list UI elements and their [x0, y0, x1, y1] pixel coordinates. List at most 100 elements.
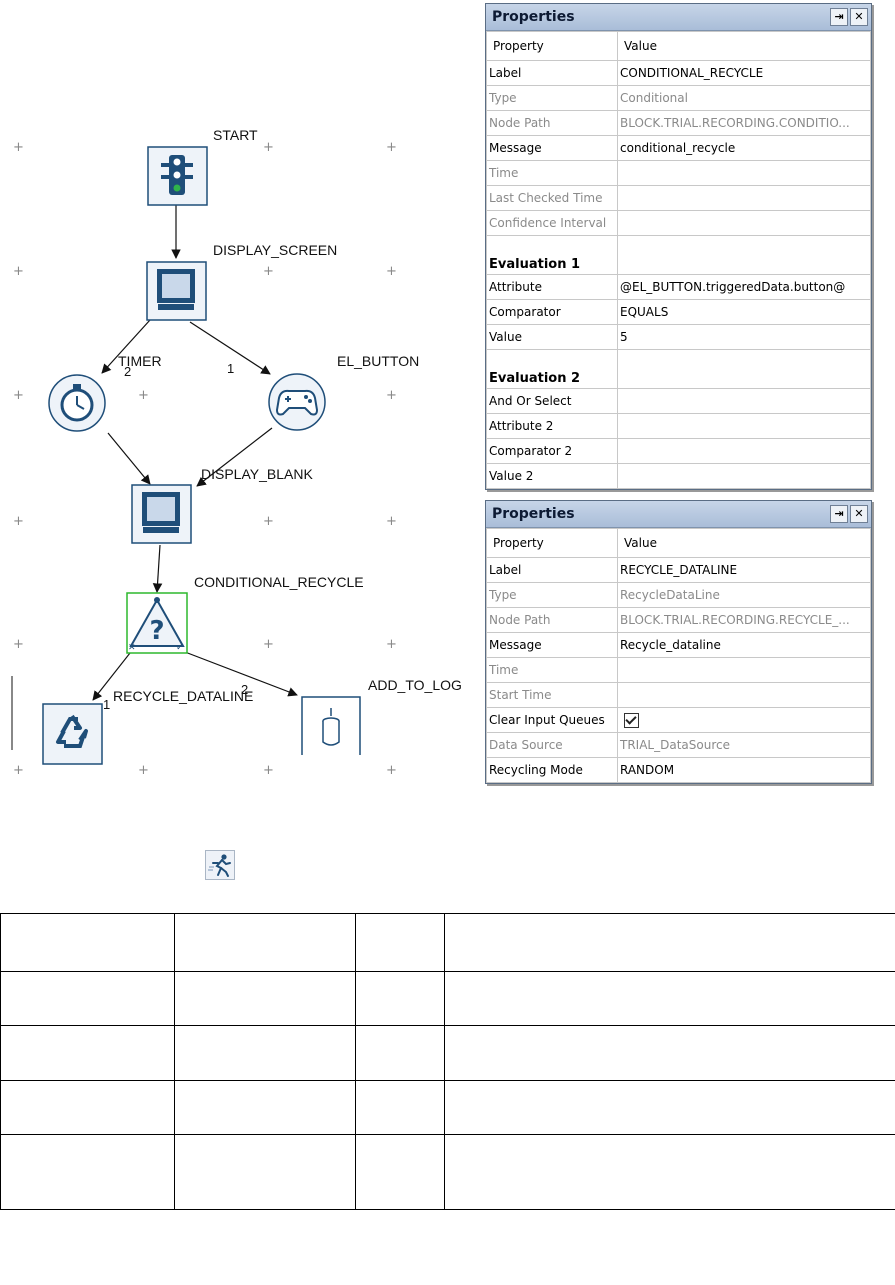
property-name: Clear Input Queues	[486, 707, 618, 733]
flow-diagram-canvas[interactable]: ? ✕ ✓ + + + + + + + + + + + + + + + + + …	[0, 0, 480, 800]
property-name: Time	[486, 657, 618, 683]
table-cell[interactable]	[444, 1080, 895, 1135]
table-cell[interactable]	[355, 1025, 445, 1081]
close-icon[interactable]: ✕	[850, 8, 868, 26]
property-row[interactable]: Clear Input Queues	[486, 707, 871, 733]
recycle-dataline-node-label: RECYCLE_DATALINE	[113, 688, 254, 704]
table-cell[interactable]	[355, 1134, 445, 1210]
clear-input-queues-checkbox[interactable]	[624, 713, 639, 728]
edge-conditional-add-to-log	[184, 651, 298, 697]
timer-node-label: TIMER	[118, 353, 162, 369]
grid-marker: +	[13, 264, 24, 279]
property-row[interactable]: And Or Select	[486, 388, 871, 414]
property-value[interactable]: CONDITIONAL_RECYCLE	[617, 60, 871, 86]
empty-document-table	[0, 913, 895, 1210]
table-row	[0, 913, 895, 972]
timer-node[interactable]	[48, 374, 106, 432]
table-cell[interactable]	[444, 913, 895, 972]
property-row[interactable]: Last Checked Time	[486, 185, 871, 211]
table-cell[interactable]	[174, 1080, 356, 1135]
property-value[interactable]: RANDOM	[617, 757, 871, 783]
property-value: BLOCK.TRIAL.RECORDING.RECYCLE_...	[617, 607, 871, 633]
property-value[interactable]: EQUALS	[617, 299, 871, 325]
table-cell[interactable]	[355, 913, 445, 972]
display-screen-node[interactable]	[146, 261, 207, 321]
display-blank-node[interactable]	[131, 484, 192, 544]
property-value[interactable]: RECYCLE_DATALINE	[617, 557, 871, 583]
table-cell[interactable]	[174, 1025, 356, 1081]
property-row[interactable]: Attribute 2	[486, 413, 871, 439]
property-value	[617, 210, 871, 236]
property-value[interactable]	[617, 463, 871, 489]
column-header-value[interactable]: Value	[617, 31, 871, 61]
table-cell[interactable]	[355, 1080, 445, 1135]
property-row[interactable]: Time	[486, 160, 871, 186]
table-cell[interactable]	[444, 971, 895, 1026]
table-cell[interactable]	[174, 971, 356, 1026]
el-button-node[interactable]	[268, 373, 326, 431]
property-name: Recycling Mode	[486, 757, 618, 783]
edge-display-blank-conditional	[152, 544, 163, 593]
recycle-dataline-node[interactable]	[42, 703, 103, 765]
table-cell[interactable]	[174, 1134, 356, 1210]
table-cell[interactable]	[444, 1025, 895, 1081]
property-name: Type	[486, 582, 618, 608]
property-row[interactable]: Confidence Interval	[486, 210, 871, 236]
table-cell[interactable]	[0, 913, 175, 972]
property-row[interactable]: Time	[486, 657, 871, 683]
property-value[interactable]: Recycle_dataline	[617, 632, 871, 658]
close-icon[interactable]: ✕	[850, 505, 868, 523]
property-name: Last Checked Time	[486, 185, 618, 211]
pin-icon[interactable]: ⇥	[830, 8, 848, 26]
table-cell[interactable]	[174, 913, 356, 972]
column-header-value[interactable]: Value	[617, 528, 871, 558]
table-cell[interactable]	[0, 1080, 175, 1135]
grid-marker: +	[13, 388, 24, 403]
column-header-property[interactable]: Property	[486, 528, 618, 558]
property-value[interactable]	[617, 413, 871, 439]
property-name: Message	[486, 135, 618, 161]
property-row[interactable]: Comparator 2	[486, 438, 871, 464]
property-name: Label	[486, 60, 618, 86]
table-cell[interactable]	[0, 1134, 175, 1210]
property-row[interactable]: Attribute@EL_BUTTON.triggeredData.button…	[486, 274, 871, 300]
conditional-recycle-node[interactable]: ? ✕ ✓	[126, 592, 188, 654]
table-cell[interactable]	[444, 1134, 895, 1210]
column-header-property[interactable]: Property	[486, 31, 618, 61]
property-name: Value	[486, 324, 618, 350]
property-value[interactable]: 5	[617, 324, 871, 350]
table-cell[interactable]	[0, 1025, 175, 1081]
property-value[interactable]: @EL_BUTTON.triggeredData.button@	[617, 274, 871, 300]
table-cell[interactable]	[355, 971, 445, 1026]
property-value[interactable]	[617, 707, 871, 733]
property-value[interactable]: conditional_recycle	[617, 135, 871, 161]
add-to-log-node[interactable]	[301, 696, 361, 755]
pin-icon[interactable]: ⇥	[830, 505, 848, 523]
property-row[interactable]: Value 2	[486, 463, 871, 489]
property-section-row: Evaluation 2	[486, 349, 871, 389]
property-row[interactable]: Start Time	[486, 682, 871, 708]
property-name: Comparator 2	[486, 438, 618, 464]
property-value[interactable]	[617, 438, 871, 464]
grid-marker: +	[138, 388, 149, 403]
start-node[interactable]	[147, 146, 208, 206]
run-icon[interactable]	[205, 850, 235, 880]
property-value[interactable]	[617, 388, 871, 414]
edge-display-screen-timer	[101, 319, 151, 374]
property-value	[617, 657, 871, 683]
table-cell[interactable]	[0, 971, 175, 1026]
